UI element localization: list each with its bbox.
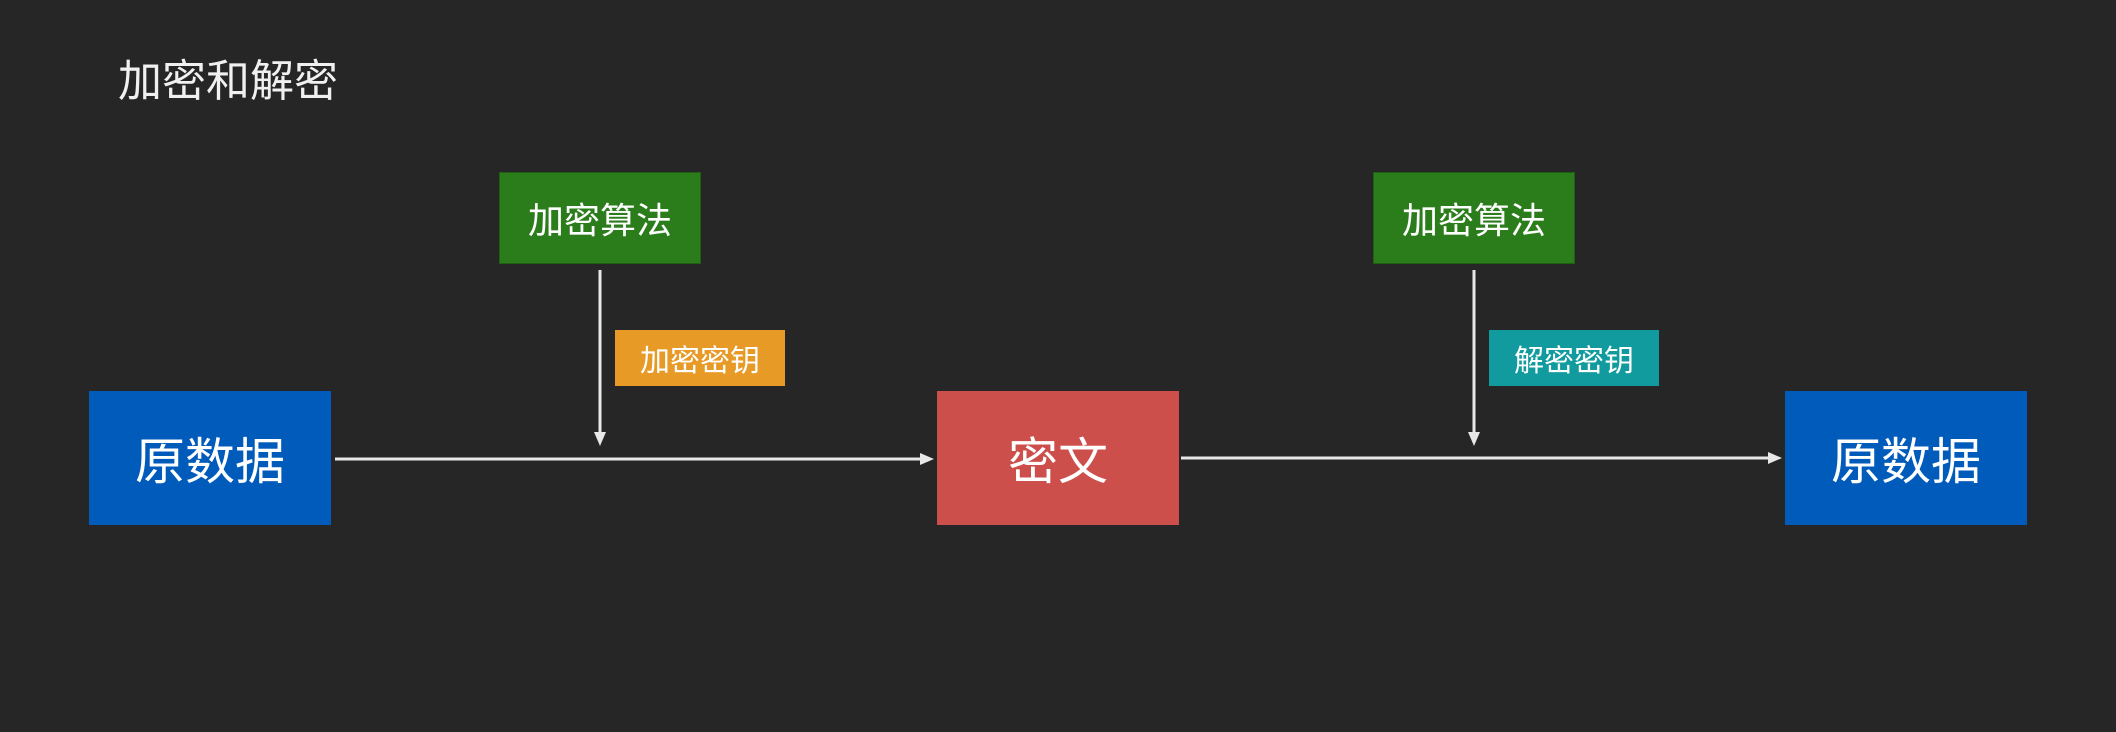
decryption-algorithm-box: 加密算法: [1373, 172, 1575, 264]
encryption-key-label: 加密密钥: [640, 344, 760, 379]
arrowhead-ciphertext: [920, 453, 934, 465]
encryption-key-box: 加密密钥: [615, 330, 785, 386]
encryption-algorithm-box: 加密算法: [499, 172, 701, 264]
arrowhead-right-algorithm: [1468, 432, 1480, 446]
source-data-label: 原数据: [135, 433, 285, 491]
encryption-algorithm-label: 加密算法: [527, 201, 672, 242]
arrowhead-target: [1768, 452, 1782, 464]
target-data-box: 原数据: [1785, 391, 2027, 525]
ciphertext-box: 密文: [937, 391, 1179, 525]
decryption-key-label: 解密密钥: [1514, 344, 1634, 379]
decryption-algorithm-label: 加密算法: [1401, 201, 1546, 242]
source-data-box: 原数据: [89, 391, 331, 525]
diagram-title: 加密和解密: [118, 56, 338, 107]
decryption-key-box: 解密密钥: [1489, 330, 1659, 386]
ciphertext-label: 密文: [1008, 433, 1108, 491]
arrowhead-left-algorithm: [594, 432, 606, 446]
target-data-label: 原数据: [1831, 433, 1981, 491]
